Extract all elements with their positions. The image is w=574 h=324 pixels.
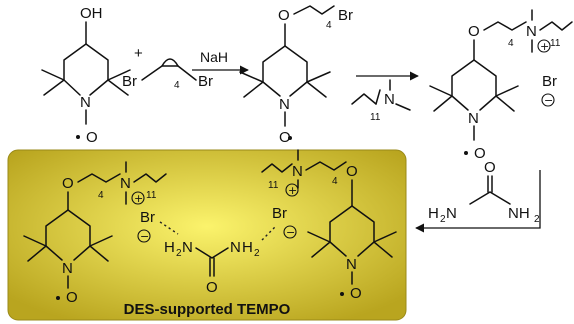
- svg-text:N: N: [526, 23, 537, 40]
- plus-sign: +: [134, 45, 143, 62]
- svg-text:N: N: [292, 163, 303, 180]
- svg-text:H: H: [242, 239, 253, 256]
- svg-text:NH: NH: [508, 205, 530, 222]
- svg-text:N: N: [120, 175, 131, 192]
- svg-text:O: O: [206, 279, 218, 296]
- svg-text:O: O: [468, 23, 480, 40]
- reagent-dimethyldodecylamine: 11 N: [351, 79, 411, 123]
- svg-text:4: 4: [98, 190, 104, 201]
- des-tempo-panel: [7, 149, 407, 321]
- des-tempo-label: DES-supported TEMPO: [124, 301, 291, 318]
- svg-text:N: N: [468, 110, 479, 127]
- svg-text:11: 11: [268, 180, 279, 191]
- svg-text:O: O: [484, 159, 496, 176]
- svg-text:OH: OH: [80, 5, 103, 22]
- svg-text:N: N: [346, 256, 357, 273]
- svg-text:2: 2: [440, 214, 446, 225]
- svg-text:4: 4: [326, 20, 332, 31]
- svg-text:N: N: [230, 239, 241, 256]
- svg-text:+: +: [134, 192, 143, 205]
- svg-text:N: N: [62, 260, 73, 277]
- svg-text:−: −: [286, 226, 295, 239]
- svg-text:N: N: [446, 205, 457, 222]
- svg-text:2: 2: [176, 248, 182, 259]
- molecule-hydroxy-tempo: OH N O: [41, 5, 131, 146]
- svg-text:N: N: [80, 94, 91, 111]
- svg-text:4: 4: [332, 176, 338, 187]
- svg-text:O: O: [278, 7, 290, 24]
- svg-text:H: H: [164, 239, 175, 256]
- product-left-tempo-cation: O 4 N + 11 N O: [23, 161, 167, 306]
- svg-text:11: 11: [146, 190, 157, 201]
- svg-text:4: 4: [508, 38, 514, 49]
- svg-text:Br: Br: [140, 209, 155, 226]
- svg-text:O: O: [350, 285, 362, 302]
- svg-text:4: 4: [174, 80, 180, 91]
- svg-text:Br: Br: [122, 73, 137, 90]
- svg-text:Br: Br: [198, 73, 213, 90]
- svg-text:O: O: [86, 129, 98, 146]
- svg-text:O: O: [474, 145, 486, 162]
- svg-text:+: +: [288, 184, 297, 197]
- svg-text:Br: Br: [272, 205, 287, 222]
- svg-text:2: 2: [254, 248, 260, 259]
- svg-text:N: N: [279, 96, 290, 113]
- product-urea-complex: Br − H 2 N O N H 2 Br −: [137, 205, 297, 296]
- svg-text:H: H: [428, 205, 439, 222]
- svg-text:−: −: [140, 230, 149, 243]
- svg-text:11: 11: [370, 112, 381, 123]
- svg-text:O: O: [279, 129, 291, 146]
- svg-text:+: +: [540, 40, 549, 53]
- reagent-nah: NaH: [200, 49, 228, 65]
- molecule-bromobutoxy-tempo: O 4 Br N O: [239, 5, 353, 146]
- svg-text:N: N: [384, 91, 395, 108]
- arrow-step3: [415, 170, 541, 233]
- svg-text:11: 11: [550, 38, 561, 49]
- svg-text:Br: Br: [542, 73, 557, 90]
- svg-text:O: O: [62, 175, 74, 192]
- svg-text:O: O: [346, 163, 358, 180]
- svg-text:Br: Br: [338, 7, 353, 24]
- svg-text:−: −: [544, 94, 553, 107]
- svg-text:O: O: [66, 289, 78, 306]
- svg-text:2: 2: [534, 214, 540, 225]
- product-right-tempo-cation: 11 N + 4 O N O: [261, 149, 397, 302]
- svg-text:N: N: [182, 239, 193, 256]
- molecule-urea-reagent: O H 2 N NH 2: [428, 159, 540, 225]
- molecule-ammonium-tempo-bromide: O 4 N + 11 N O Br −: [429, 9, 573, 162]
- molecule-dibromobutane: Br 4 Br: [122, 58, 213, 91]
